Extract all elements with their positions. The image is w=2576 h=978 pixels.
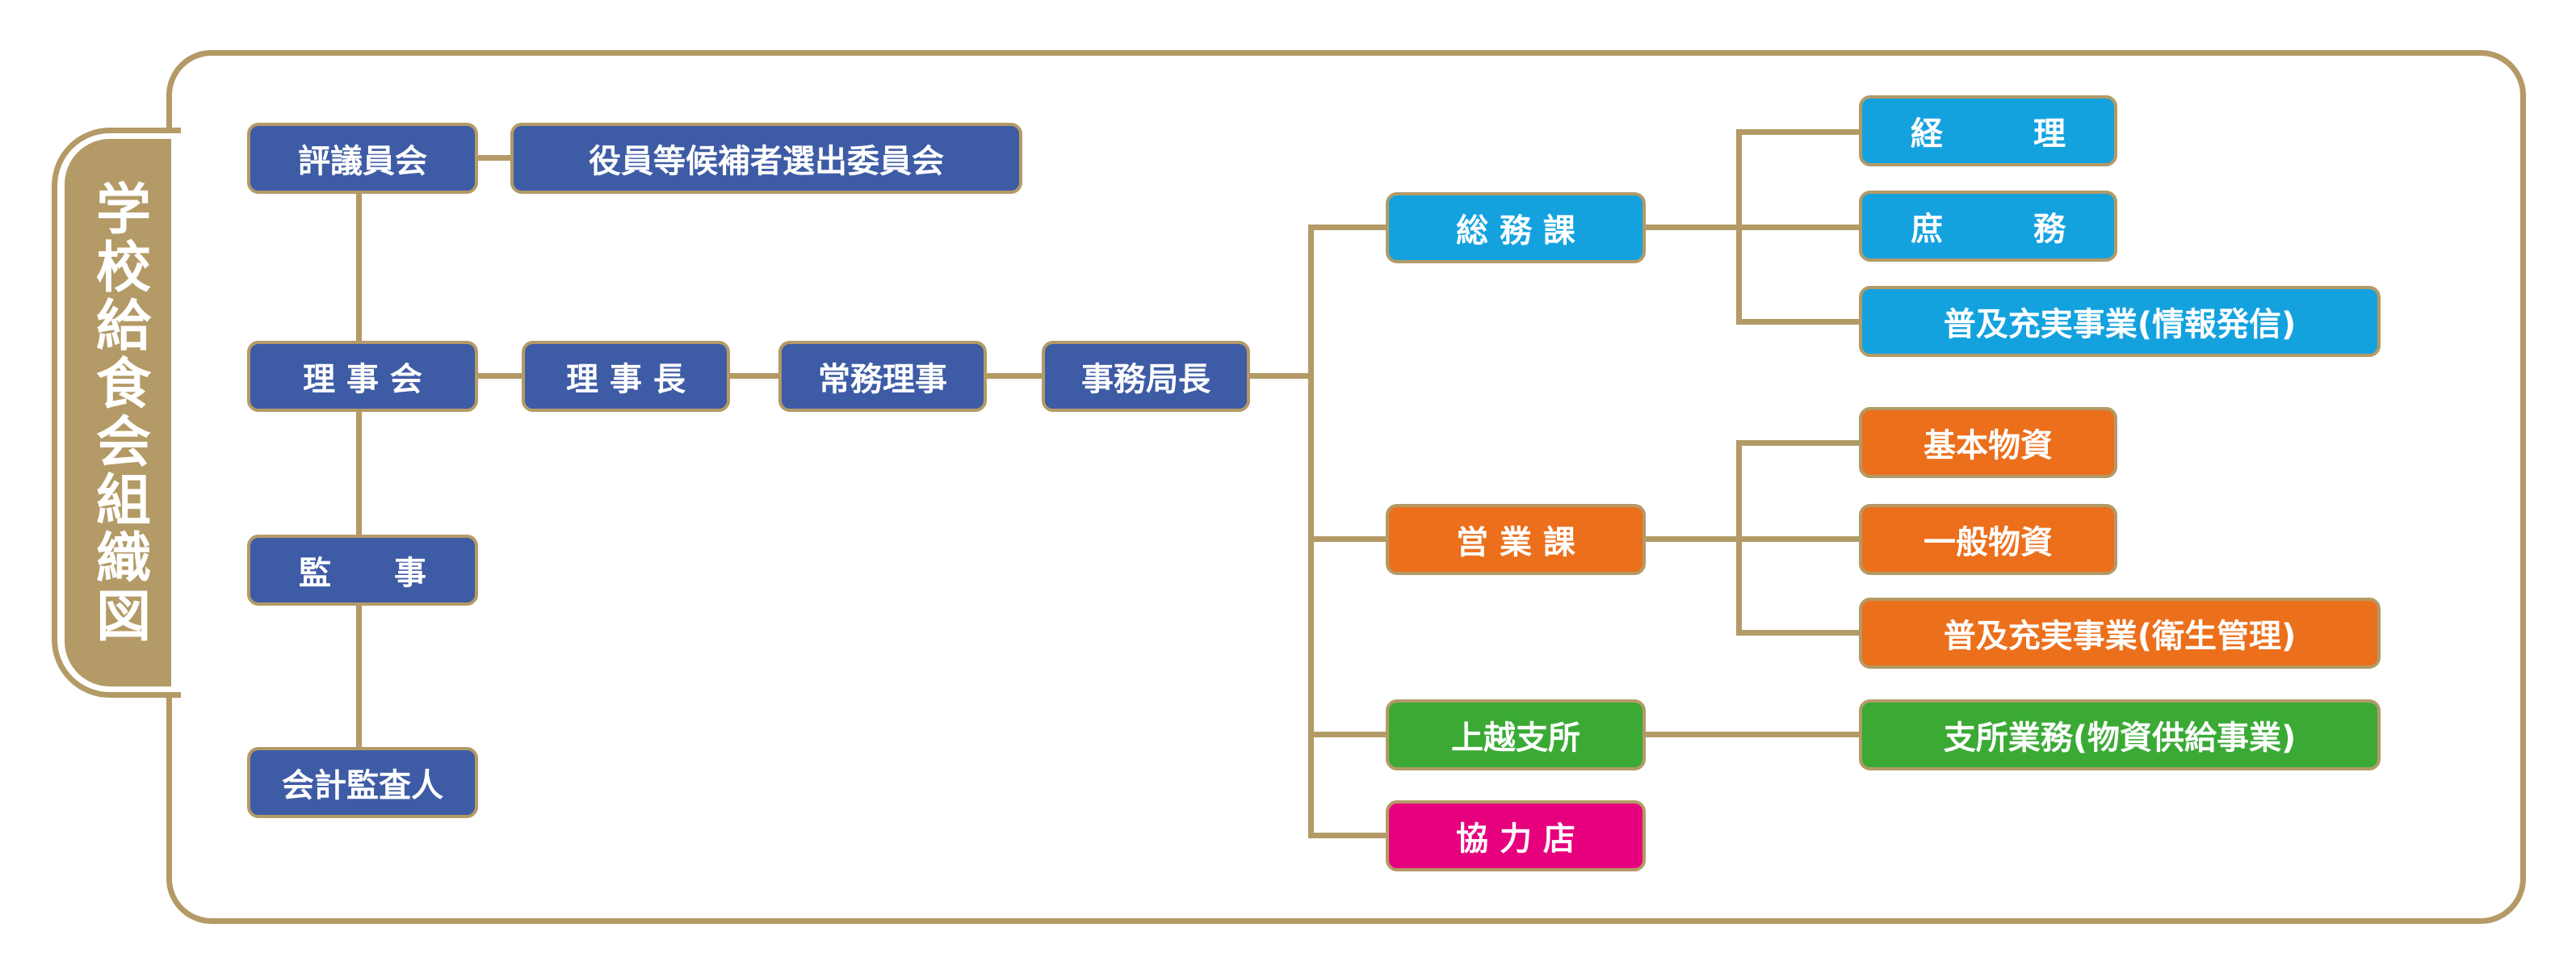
box-jomu-riji: 常務理事	[778, 341, 987, 412]
box-rijicho: 理 事 長	[522, 341, 730, 412]
connector-to-keiri	[1736, 129, 1862, 135]
connector-eigyo-out	[1643, 536, 1740, 542]
box-fukyu-eisei: 普及充実事業(衛生管理)	[1859, 598, 2381, 669]
title-tab-fill	[65, 139, 171, 686]
connector-joetsu-shisho	[1643, 732, 1862, 737]
box-fukyu-joho: 普及充実事業(情報発信)	[1859, 286, 2381, 357]
connector-somu-out	[1643, 225, 1740, 230]
connector-to-fukyu-joho	[1736, 319, 1862, 325]
diagram-frame	[166, 50, 2526, 924]
box-kaikei-kansanin: 会計監査人	[247, 747, 478, 818]
connector-to-somu	[1308, 225, 1389, 230]
connector-vertical-left	[356, 194, 362, 775]
box-ippan-busshi: 一般物資	[1859, 504, 2117, 575]
box-senshutsu-iinkai: 役員等候補者選出委員会	[510, 123, 1022, 194]
box-eigyo-ka: 営 業 課	[1386, 504, 1646, 575]
box-somu-ka: 総 務 課	[1386, 192, 1646, 263]
box-kanji: 監事	[247, 535, 478, 606]
connector-to-ippan	[1736, 536, 1862, 542]
connector-division-trunk	[1308, 225, 1314, 838]
box-shisho-gyomu: 支所業務(物資供給事業)	[1859, 699, 2381, 770]
box-rijikai: 理 事 会	[247, 341, 478, 412]
box-hyogiinkai: 評議員会	[247, 123, 478, 194]
connector-to-kyoryoku	[1308, 833, 1389, 838]
box-jimukyokucho: 事務局長	[1042, 341, 1250, 412]
box-shomu: 庶務	[1859, 191, 2117, 262]
diagram-title: 学校給食会組織図	[86, 180, 150, 645]
connector-to-eigyo	[1308, 536, 1389, 542]
box-kihon-busshi: 基本物資	[1859, 407, 2117, 478]
connector-to-fukyu-eisei	[1736, 630, 1862, 636]
connector-hyogiin-senshutsu	[476, 155, 514, 161]
box-kyoryokuten: 協 力 店	[1386, 800, 1646, 871]
connector-to-kihon	[1736, 440, 1862, 446]
box-joetsu-shisho: 上越支所	[1386, 699, 1646, 770]
connector-to-joetsu	[1308, 732, 1389, 737]
box-keiri: 経理	[1859, 95, 2117, 166]
connector-to-shomu	[1736, 225, 1862, 230]
